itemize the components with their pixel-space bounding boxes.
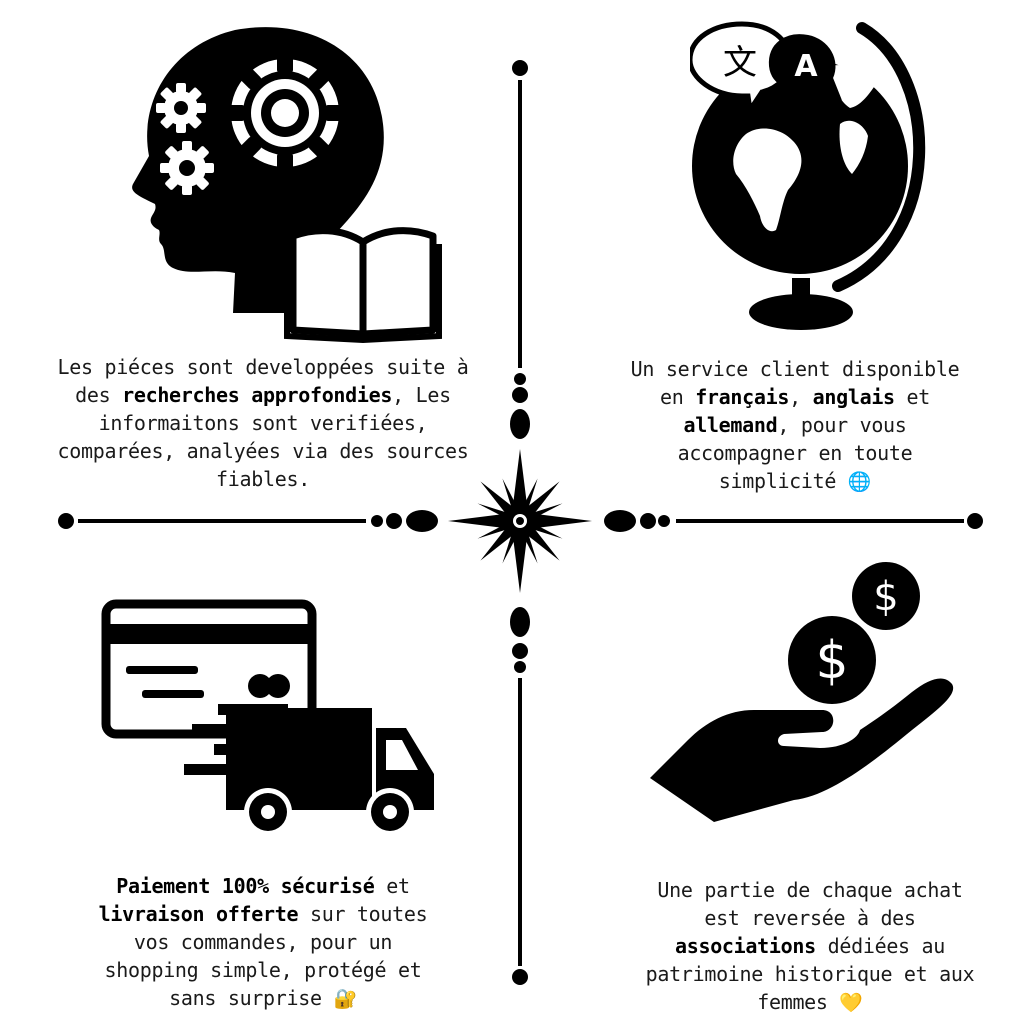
language-german: allemand — [683, 413, 778, 437]
globe-emoji-icon: 🌐 — [847, 471, 872, 493]
donation-text: Une partie de chaque achat est reversée … — [645, 878, 975, 1014]
heart-emoji-icon: 💛 — [839, 992, 863, 1014]
svg-text:文: 文 — [723, 43, 757, 83]
delivery-highlight: livraison offerte — [98, 902, 299, 926]
payment-highlight: Paiement 100% sécurisé — [116, 874, 375, 898]
associations-highlight: associations — [674, 934, 816, 958]
star-ornament-icon — [448, 449, 592, 593]
payment-text: Paiement 100% sécurisé et livraison offe… — [98, 874, 428, 1010]
service-text: Un service client disponible en français… — [630, 357, 960, 493]
svg-text:$: $ — [873, 574, 898, 620]
svg-text:A: A — [794, 49, 818, 84]
language-french: français — [695, 385, 790, 409]
svg-text:$: $ — [815, 631, 848, 691]
hand-dollar-coins-icon: $ $ — [650, 562, 954, 822]
language-english: anglais — [812, 385, 895, 409]
card-delivery-truck-icon — [101, 599, 434, 836]
head-gears-book-icon — [132, 27, 442, 344]
research-text: Les piéces sont developpées suite à des … — [57, 355, 469, 491]
lock-emoji-icon: 🔐 — [333, 988, 358, 1010]
globe-translate-icon: 文 A — [690, 21, 926, 330]
research-highlight: recherches approfondies — [122, 383, 393, 407]
